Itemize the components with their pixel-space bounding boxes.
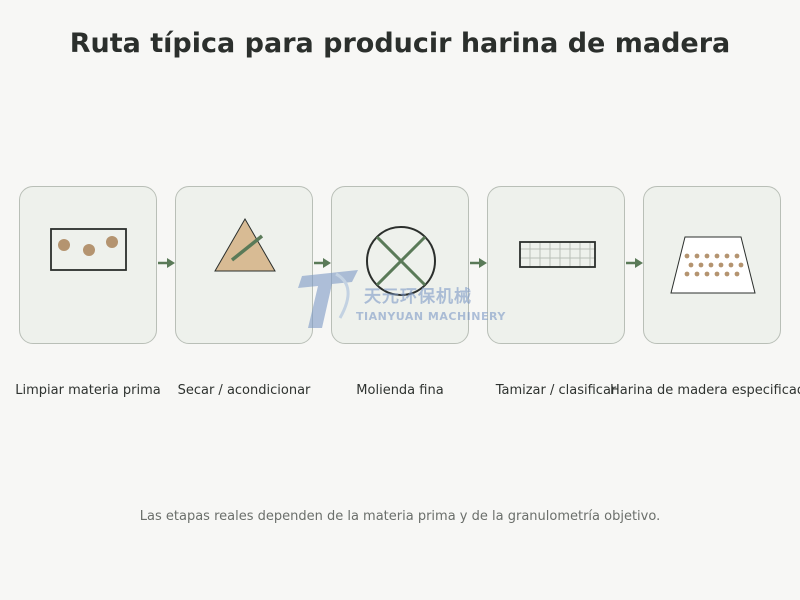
watermark-logo: 天元环保机械 TIANYUAN MACHINERY	[296, 266, 505, 338]
step-label-dry: Secar / acondicionar	[177, 383, 311, 398]
sieve-screen-icon	[519, 241, 596, 268]
wood-flour-hopper-icon	[670, 236, 756, 294]
raw-material-bin-icon	[50, 228, 127, 271]
flow-arrow-2	[314, 258, 331, 268]
flow-arrow-1	[158, 258, 175, 268]
watermark-chinese-text: 天元环保机械	[364, 287, 472, 307]
step-card-clean	[19, 186, 157, 344]
step-label-mill: Molienda fina	[356, 383, 444, 398]
flow-arrow-3	[470, 258, 487, 268]
diagram-title: Ruta típica para producir harina de made…	[69, 28, 731, 59]
tianyuan-logo-icon	[298, 270, 358, 328]
flow-arrow-4	[626, 258, 643, 268]
dryer-triangle-icon	[214, 217, 276, 272]
step-card-sieve	[487, 186, 625, 344]
step-card-flour	[643, 186, 781, 344]
footnote: Las etapas reales dependen de la materia…	[139, 509, 661, 524]
grinding-mill-icon	[366, 226, 436, 296]
watermark-english-text: TIANYUAN MACHINERY	[356, 310, 506, 323]
step-label-flour: Harina de madera especificada	[610, 383, 800, 398]
step-card-mill	[331, 186, 469, 344]
step-label-clean: Limpiar materia prima	[15, 383, 161, 398]
step-label-sieve: Tamizar / clasificar	[495, 383, 617, 398]
step-card-dry	[175, 186, 313, 344]
